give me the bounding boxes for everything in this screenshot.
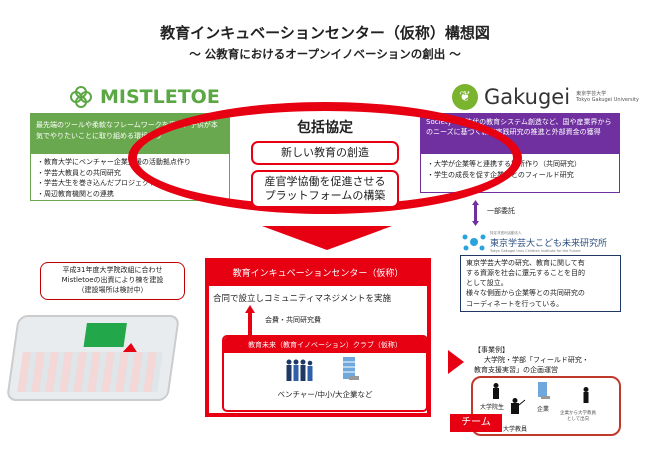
list-item: ・学芸大教員との共同研究 — [37, 168, 121, 177]
mistletoe-flower-icon — [70, 86, 92, 108]
company-building-icon — [538, 382, 550, 399]
leaf-icon: ❦ — [452, 84, 478, 110]
desc-line: 東京学芸大学の研究、教育に関して有 — [466, 259, 585, 267]
community-management-text: 合同で設立しコミュニティマネジメントを実施 — [213, 294, 391, 304]
club-header: 教育未来（教育イノベーション）クラブ（仮称） — [224, 337, 426, 353]
list-item: ・教育大学にベンチャー企業支援の活動拠点作り — [37, 158, 191, 166]
agreement-box-education: 新しい教育の創造 — [251, 141, 399, 165]
teacher-icon — [511, 398, 526, 414]
gakugei-logo-en: Tokyo Gakugei University — [576, 97, 639, 103]
callout-line: Mistletoeの出資により棟を建設 — [61, 275, 164, 284]
mistletoe-logo: MISTLETOE — [68, 84, 220, 110]
grad-student-label: 大学院生 — [480, 404, 505, 411]
platform-line: 産官学協働を促進させる — [264, 175, 386, 188]
incubation-center-header: 教育インキュベーションセンター（仮称） — [209, 262, 427, 286]
construction-callout: 平成31年度大学院改組に合わせ Mistletoeの出資により棟を建設 （建設場… — [40, 262, 185, 300]
dispatched-staff-icon — [583, 387, 589, 403]
page-subtitle: ～ 公教育におけるオープンイノベーションの創出 ～ — [189, 47, 461, 61]
members-label: ベンチャー/中小/大企業など — [277, 390, 373, 399]
mistletoe-logo-text: MISTLETOE — [100, 86, 220, 108]
dispatch-label: 企業から大学教員 として出向 — [560, 410, 596, 422]
kodomo-small: 特定非営利活動法人 — [490, 231, 522, 235]
desc-line: 様々な側面から企業等との共同研究の — [466, 289, 585, 298]
team-box — [471, 376, 621, 436]
list-item: ・学芸大生を巻き込んだプロジェクト — [37, 179, 156, 187]
agreement-box-platform: 産官学協働を促進させる プラットフォームの構築 — [251, 170, 399, 208]
example-line: 大学院・学部「フィールド研究・ — [484, 356, 589, 365]
page-title: 教育インキュベーションセンター（仮称）構想図 — [160, 24, 490, 42]
example-line: 教育支援実習」の企画運営 — [474, 366, 558, 375]
double-arrow-icon — [472, 200, 479, 226]
partial-outsourcing-label: 一部委託 — [487, 207, 515, 215]
fee-label: 会費・共同研究費 — [265, 316, 321, 324]
student-icon — [493, 383, 499, 399]
desc-line: する資源を社会に還元することを目的 — [466, 269, 585, 278]
dispatch-line: 企業から大学教員 — [560, 411, 596, 416]
right-arrow — [448, 350, 464, 374]
agreement-title: 包括協定 — [297, 120, 353, 136]
desc-line: として設立。 — [466, 279, 508, 288]
building-icon — [343, 357, 359, 380]
desc-line: コーディネートを行っている。 — [466, 299, 564, 308]
gakugei-logo-text: Gakugei — [484, 85, 571, 109]
dispatch-line: として出向 — [566, 417, 590, 422]
kodomo-description: 東京学芸大学の研究、教育に関して有 する資源を社会に還元することを目的 として設… — [460, 255, 621, 312]
faculty-label: 大学教員 — [503, 426, 528, 433]
agreement-ellipse — [128, 102, 522, 214]
molecule-icon — [462, 234, 486, 251]
example-text: 【事業例】 大学院・学部「フィールド研究・ 教育支援実習」の企画運営 — [474, 345, 589, 375]
campus-map-image — [5, 315, 181, 401]
club-box: 教育未来（教育イノベーション）クラブ（仮称） — [222, 335, 428, 412]
callout-line: 平成31年度大学院改組に合わせ — [62, 266, 163, 274]
kodomo-en: Tokyo Gakugei Univ Children Institute fo… — [490, 249, 581, 253]
kodomo-name: 東京学芸大こども未来研究所 — [490, 239, 608, 249]
gakugei-logo-ja: 東京学芸大学 — [576, 90, 607, 97]
people-icon — [286, 359, 313, 381]
company-label: 企業 — [537, 406, 550, 413]
down-arrow — [262, 226, 392, 250]
members-icons — [285, 357, 359, 381]
team-label: チーム — [450, 414, 502, 432]
list-item: ・周辺教育機関との連携 — [37, 189, 114, 198]
callout-line: （建設場所は検討中） — [77, 285, 148, 294]
up-arrow-icon — [245, 305, 255, 335]
platform-line: プラットフォームの構築 — [264, 189, 386, 203]
example-label: 【事業例】 — [474, 346, 509, 354]
